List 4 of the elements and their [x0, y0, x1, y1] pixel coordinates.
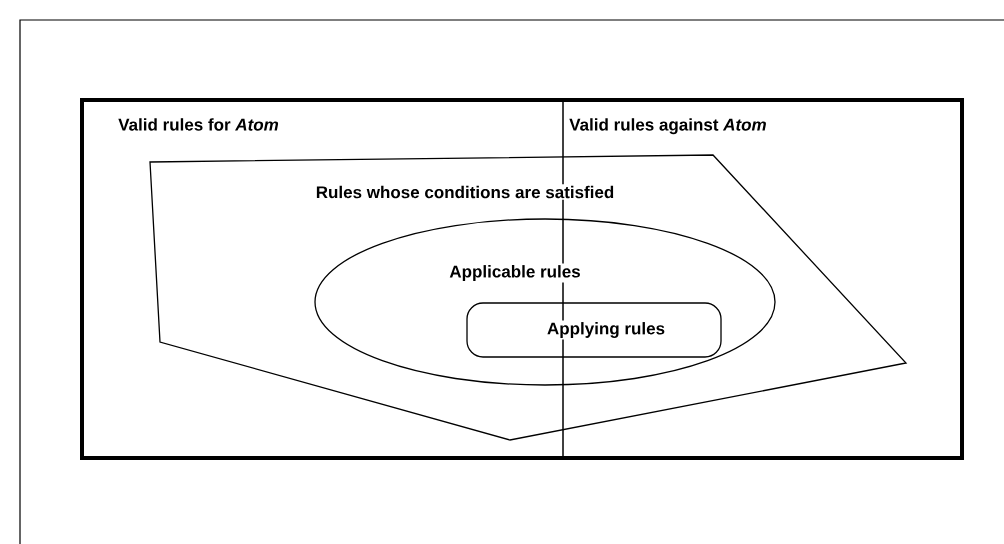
rounded-box: Applying rules — [466, 302, 722, 358]
frame-box — [80, 98, 964, 460]
heading: Valid rules for Atom — [118, 118, 279, 131]
heading: Valid rules against Atom — [569, 118, 766, 135]
